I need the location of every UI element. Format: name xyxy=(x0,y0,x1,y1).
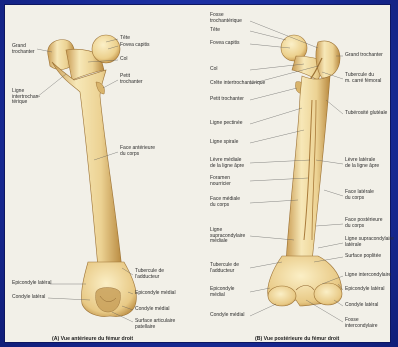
label-anterior-face-anterieure: Face antérieure du corps xyxy=(120,146,155,157)
label-anterior-grand-trochanter: Grand trochanter xyxy=(12,44,35,55)
label-anterior-ligne-intertrochanterique: Ligne intertrochan- térique xyxy=(12,89,40,106)
anterior-femoral-head xyxy=(92,35,120,63)
label-posterior-epicondyle-medial: Epicondyle médial xyxy=(210,287,234,298)
label-posterior-ligne-spirale: Ligne spirale xyxy=(210,140,238,146)
label-posterior-fosse-trochanterique: Fosse trochantérique xyxy=(210,13,242,24)
label-anterior-condyle-medial: Condyle médial xyxy=(135,307,169,313)
label-posterior-ligne-intercondylaire: Ligne intercondylaire xyxy=(345,273,391,279)
caption-anterior: (A) Vue antérieure du fémur droit xyxy=(52,336,133,342)
label-posterior-levre-mediale: Lèvre médiale de la ligne âpre xyxy=(210,158,244,169)
label-posterior-col: Col xyxy=(210,67,218,73)
label-posterior-levre-laterale: Lèvre latérale de la ligne âpre xyxy=(345,158,379,169)
label-anterior-fovea: Fovea capitis xyxy=(120,43,149,49)
label-posterior-tuberosite-glutéale: Tubérosité glutéale xyxy=(345,111,387,117)
label-posterior-fovea: Fovea capitis xyxy=(210,41,239,47)
label-anterior-epicondyle-medial: Epicondyle médial xyxy=(135,291,176,297)
label-posterior-face-mediale: Face médiale du corps xyxy=(210,197,240,208)
label-posterior-condyle-medial: Condyle médial xyxy=(210,313,244,319)
label-anterior-tubercule-adducteur: Tubercule de l'adducteur xyxy=(135,269,164,280)
posterior-femur xyxy=(268,35,342,306)
label-posterior-tubercule-carre: Tubercule du m. carré fémoral xyxy=(345,73,381,84)
label-posterior-tubercule-adducteur: Tubercule de l'adducteur xyxy=(210,263,239,274)
label-posterior-petit-trochanter: Petit trochanter xyxy=(210,97,244,103)
label-posterior-foramen: Foramen nourricier xyxy=(210,176,231,187)
label-posterior-face-laterale: Face latérale du corps xyxy=(345,190,374,201)
label-posterior-ligne-supracondylaire-mediale: Ligne supracondylaire médiale xyxy=(210,228,245,245)
label-posterior-tete: Tête xyxy=(210,28,220,34)
label-anterior-condyle-lateral: Condyle latéral xyxy=(12,295,45,301)
label-anterior-surface-patellaire: Surface articulaire patellaire xyxy=(135,319,175,330)
label-posterior-ligne-supracondylaire-laterale: Ligne supracondylaire latérale xyxy=(345,237,394,248)
label-posterior-ligne-pectinee: Ligne pectinée xyxy=(210,121,243,127)
label-posterior-face-posterieure: Face postérieure du corps xyxy=(345,218,383,229)
label-anterior-tete: Tête xyxy=(120,36,130,42)
label-posterior-condyle-lateral: Condyle latéral xyxy=(345,303,378,309)
label-posterior-surface-poplitee: Surface poplitée xyxy=(345,254,381,260)
label-anterior-col: Col xyxy=(120,57,128,63)
label-anterior-epicondyle-lateral: Epicondyle latéral xyxy=(12,281,51,287)
label-posterior-fosse-intercondylaire: Fosse intercondylaire xyxy=(345,318,378,329)
label-posterior-epicondyle-lateral: Epicondyle latéral xyxy=(345,287,384,293)
label-posterior-grand-trochanter: Grand trochanter xyxy=(345,53,383,59)
caption-posterior: (B) Vue postérieure du fémur droit xyxy=(255,336,339,342)
label-anterior-petit-trochanter: Petit trochanter xyxy=(120,74,143,85)
label-posterior-crete-intertrochanterique: Crête intertrochantérique xyxy=(210,81,265,87)
